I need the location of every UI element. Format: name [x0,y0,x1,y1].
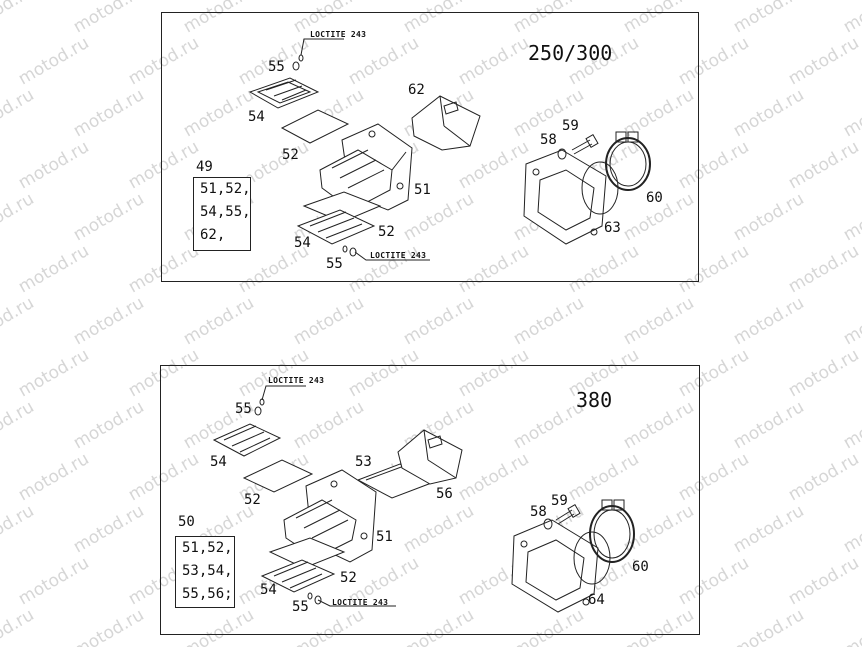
callout-52-lower-top: 52 [378,224,395,240]
callout-51-top: 51 [414,182,431,198]
kit-line: 62, [200,227,226,243]
kit-line: 55,56; [182,586,233,602]
reed-petal-54-upper [248,77,320,109]
hose-clamp-60-bottom [589,499,635,563]
callout-58-top: 58 [540,132,557,148]
model-label-bottom: 380 [576,388,613,412]
kit-line: 51,52, [200,181,251,197]
callout-55-upper-top: 55 [268,59,285,75]
callout-59-bottom: 59 [551,493,568,509]
loctite-note-top-lower: LOCTITE 243 [370,251,427,260]
loctite-note-top-upper: LOCTITE 243 [310,30,367,39]
callout-54-upper-bottom: 54 [210,454,227,470]
callout-54-lower-top: 54 [294,235,311,251]
callout-60-top: 60 [646,190,663,206]
intake-manifold-63 [523,149,619,245]
callout-56-bottom: 56 [436,486,453,502]
intake-manifold-64 [511,519,611,613]
callout-60-bottom: 60 [632,559,649,575]
callout-63-top: 63 [604,220,621,236]
callout-62-top: 62 [408,82,425,98]
kit-number-bottom: 50 [178,514,195,530]
callout-52-upper-bottom: 52 [244,492,261,508]
callout-58-bottom: 58 [530,504,547,520]
loctite-note-bottom-upper: LOCTITE 243 [268,376,325,385]
reed-plate-52-upper-b [242,459,314,493]
callout-55-upper-bottom: 55 [235,401,252,417]
hose-clamp-60-top [605,131,651,191]
kit-number-top: 49 [196,159,213,175]
diagram-panel-250-300 [161,12,699,282]
bolt-59-washer-58-bottom [543,503,581,530]
callout-52-upper-top: 52 [282,147,299,163]
leader-lines-top [300,38,430,261]
kit-line: 54,55, [200,204,251,220]
reed-petal-54-lower-b [260,559,336,593]
stopper-56 [397,429,463,485]
reed-plate-52-upper [280,109,350,144]
callout-54-lower-bottom: 54 [260,582,277,598]
kit-line: 51,52, [182,540,233,556]
reed-plate-52-lower-b [268,537,346,569]
bolt-59-washer-58-top [557,133,599,160]
callout-52-lower-bottom: 52 [340,570,357,586]
callout-59-top: 59 [562,118,579,134]
callout-55-lower-bottom: 55 [292,599,309,615]
model-label-top: 250/300 [528,41,613,65]
reed-petal-54-upper-b [212,423,282,457]
callout-51-bottom: 51 [376,529,393,545]
loctite-note-bottom-lower: LOCTITE 243 [332,598,389,607]
callout-53-bottom: 53 [355,454,372,470]
kit-contents-box-top: 51,52, 54,55, 62, [193,177,251,251]
callout-55-lower-top: 55 [326,256,343,272]
leader-lines-bottom [261,385,396,607]
reed-petal-54-lower [296,209,376,245]
diagram-panel-380 [160,365,700,635]
stopper-62 [411,95,481,151]
callout-54-upper-top: 54 [248,109,265,125]
callout-64-bottom: 64 [588,592,605,608]
kit-line: 53,54, [182,563,233,579]
kit-contents-box-bottom: 51,52, 53,54, 55,56; [175,536,235,608]
